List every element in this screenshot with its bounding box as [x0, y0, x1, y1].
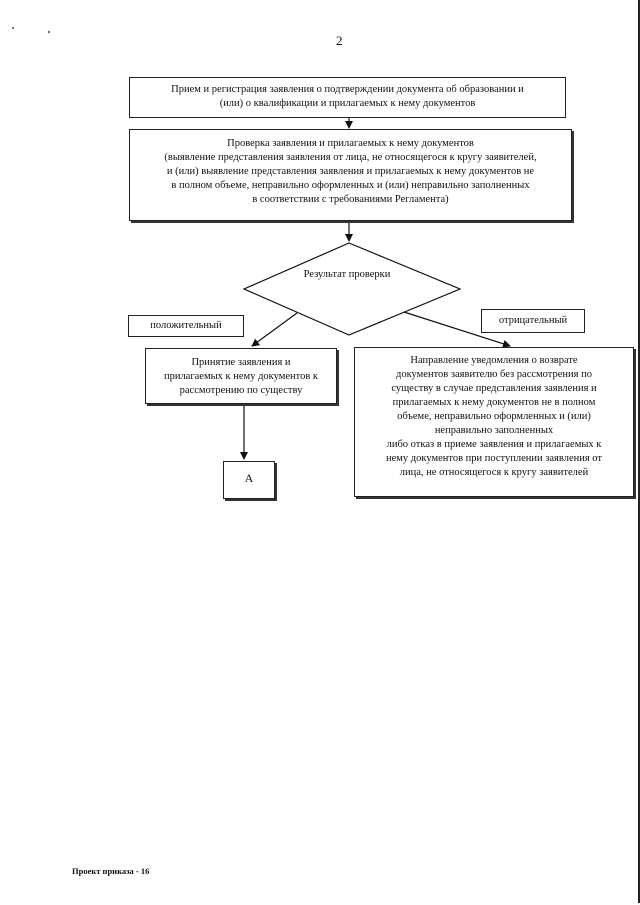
- scan-speck: [48, 31, 50, 33]
- step-verification-text: в полном объеме, неправильно оформленных…: [171, 180, 530, 191]
- footer-note: Проект приказа - 16: [72, 866, 150, 876]
- connector-a-label: А: [244, 471, 254, 485]
- decision-label: Результат проверки: [303, 269, 391, 280]
- arrow-decision-to-accept: [251, 312, 298, 347]
- step-verification-text: (выявление представления заявления от ли…: [164, 152, 537, 163]
- decision-diamond: [242, 242, 462, 336]
- negative-result-tag: отрицательный: [481, 309, 585, 333]
- step-reject-box: Направление уведомления о возврате докум…: [354, 347, 634, 497]
- step-reject-text: Направление уведомления о возврате: [410, 355, 578, 366]
- step-accept-text: прилагаемых к нему документов к: [163, 371, 319, 382]
- step-verification-text: Проверка заявления и прилагаемых к нему …: [227, 138, 474, 149]
- step-accept-box: Принятие заявления и прилагаемых к нему …: [145, 348, 337, 404]
- step-reject-text: либо отказ в приеме заявления и прилагае…: [386, 439, 602, 450]
- positive-result-tag: положительный: [128, 315, 244, 337]
- scan-speck: [12, 27, 14, 29]
- step-reject-text: нему документов при поступлении заявлени…: [385, 453, 603, 464]
- step-registration-box: Прием и регистрация заявления о подтверж…: [129, 77, 566, 118]
- step-verification-box: Проверка заявления и прилагаемых к нему …: [129, 129, 572, 221]
- step-registration-text: (или) о квалификации и прилагаемых к нем…: [219, 98, 476, 109]
- connector-a-box: А: [223, 461, 275, 499]
- step-registration-text: Прием и регистрация заявления о подтверж…: [171, 84, 524, 95]
- step-reject-text: объеме, неправильно оформленных и (или): [397, 411, 591, 422]
- step-reject-text: неправильно заполненных: [434, 425, 554, 436]
- arrow-decision-to-reject: [403, 311, 511, 348]
- step-accept-text: Принятие заявления и: [191, 357, 291, 368]
- step-verification-text: и (или) выявление представления заявлени…: [166, 166, 535, 177]
- step-verification-text: в соответствии с требованиями Регламента…: [252, 194, 449, 205]
- page-number: 2: [336, 33, 343, 48]
- step-reject-text: документов заявителю без рассмотрения по: [396, 369, 592, 380]
- step-reject-text: лица, не относящегося к кругу заявителей: [399, 467, 589, 478]
- step-accept-text: рассмотрению по существу: [179, 385, 303, 396]
- step-reject-text: прилагаемых к нему документов не в полно…: [392, 397, 596, 408]
- step-reject-text: существу в случае представления заявлени…: [391, 383, 597, 394]
